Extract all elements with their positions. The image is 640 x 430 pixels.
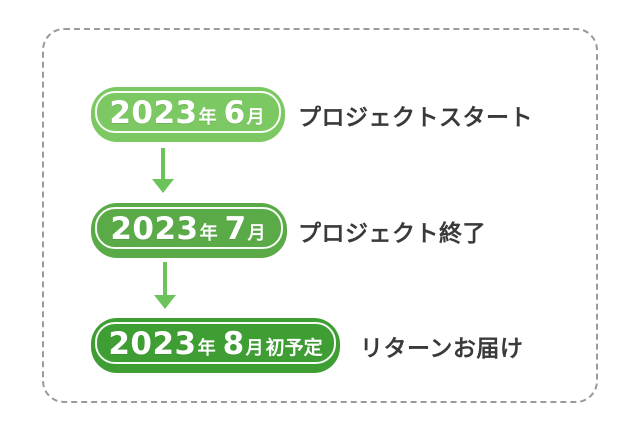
date-badge-step-2: 2023 年 7 月 bbox=[91, 203, 287, 258]
date-year: 2023 bbox=[108, 325, 197, 362]
date-text: 2023 年 7 月 bbox=[110, 211, 267, 247]
date-year: 2023 bbox=[109, 94, 198, 131]
date-month-unit: 月 bbox=[245, 337, 264, 359]
date-badge-step-1: 2023 年 6 月 bbox=[91, 87, 285, 142]
date-text: 2023 年 6 月 bbox=[109, 95, 266, 131]
date-month: 6 bbox=[223, 94, 246, 131]
arrow-stem bbox=[163, 262, 167, 295]
step-label-project-end: プロジェクト終了 bbox=[298, 220, 486, 247]
date-year-unit: 年 bbox=[197, 337, 216, 359]
arrow-stem bbox=[161, 148, 165, 179]
arrow-head bbox=[154, 295, 176, 309]
date-year-unit: 年 bbox=[198, 106, 217, 128]
arrow-head bbox=[152, 179, 174, 193]
arrow-down-icon bbox=[152, 148, 174, 193]
step-label-return-delivery: リターンお届け bbox=[360, 335, 524, 362]
date-year-unit: 年 bbox=[199, 222, 218, 244]
date-month-unit: 月 bbox=[246, 106, 265, 128]
date-note: 初予定 bbox=[265, 336, 323, 359]
date-month: 8 bbox=[222, 325, 245, 362]
date-month: 7 bbox=[224, 210, 247, 247]
date-month-unit: 月 bbox=[247, 222, 266, 244]
step-label-project-start: プロジェクトスタート bbox=[298, 104, 533, 131]
arrow-down-icon bbox=[154, 262, 176, 309]
date-text: 2023 年 8 月 初予定 bbox=[108, 326, 322, 362]
date-year: 2023 bbox=[110, 210, 199, 247]
date-badge-step-3: 2023 年 8 月 初予定 bbox=[91, 318, 340, 373]
